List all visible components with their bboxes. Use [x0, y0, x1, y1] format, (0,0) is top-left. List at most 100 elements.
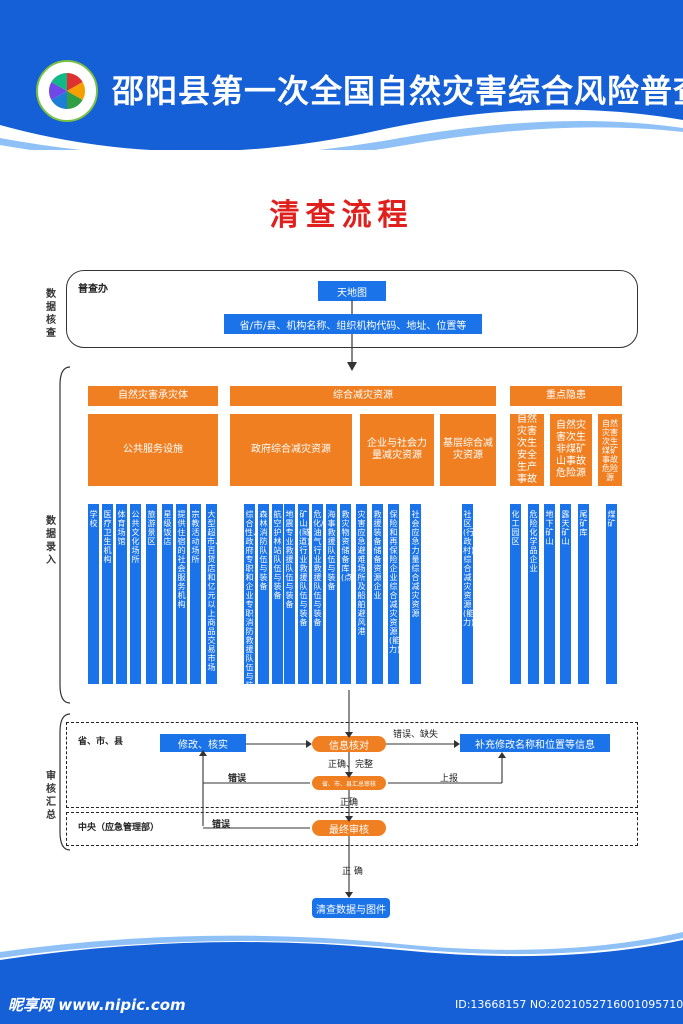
cat-reduction-resources: 综合减灾资源	[230, 386, 496, 406]
column-box: 灾害应急避难场所及船舶避风港	[356, 504, 367, 684]
map-box: 天地图	[318, 281, 386, 301]
column-box: 旅游景区	[146, 504, 157, 684]
cat-key-hazards: 重点隐患	[510, 386, 622, 406]
fields-box: 省/市/县、机构名称、组织机构代码、地址、位置等	[224, 314, 482, 334]
column-label: 地下矿山	[545, 510, 554, 546]
sub-enterprise: 企业与社会力量减灾资源	[360, 414, 434, 486]
sub-government: 政府综合减灾资源	[230, 414, 352, 486]
column-label: 医疗卫生机构	[103, 510, 112, 564]
column-label: 危险化学品企业	[529, 510, 538, 573]
column-box: 提供住宿的社会服务机构	[176, 504, 187, 684]
column-label: 森林消防队伍与装备	[259, 510, 268, 591]
column-box: 保险和再保险企业综合减灾资源(能力)	[388, 504, 401, 684]
census-logo-icon	[36, 60, 98, 122]
section-data-entry: 数据录入	[46, 516, 56, 566]
section-review: 审核汇总	[46, 771, 56, 821]
column-box: 体育场馆	[116, 504, 127, 684]
column-box: 航空护林站队伍与装备	[272, 504, 283, 684]
review-central-box	[66, 812, 638, 846]
column-label: 灾害应急避难场所及船舶避风港	[357, 510, 366, 636]
column-box: 综合性、政府专职和企业专职消防救援队伍与装备	[244, 504, 261, 699]
column-box: 矿山(隧道)行业救援队伍与装备	[298, 504, 311, 684]
column-label: 尾矿库	[579, 510, 588, 537]
column-label: 地震专业救援队伍与装备	[285, 510, 294, 609]
column-box: 地下矿山	[544, 504, 555, 684]
column-box: 社区(行政村)综合减灾资源(能力)	[462, 504, 475, 684]
column-label: 提供住宿的社会服务机构	[177, 510, 186, 609]
label-correct2: 正 确	[342, 867, 363, 877]
label-error-missing: 错误、缺失	[393, 730, 439, 740]
column-box: 学校	[88, 504, 99, 684]
sub-grassroots: 基层综合减灾资源	[440, 414, 496, 486]
column-label: 学校	[89, 510, 98, 528]
sub-safety: 自然灾害次生安全生产事故	[510, 414, 544, 486]
column-label: 社会应急力量综合减灾资源	[411, 510, 420, 618]
column-box: 公共文化场所	[130, 504, 141, 684]
column-label: 航空护林站队伍与装备	[273, 510, 282, 600]
column-label: 星级饭店	[163, 510, 172, 546]
column-box: 危险化学品企业	[528, 504, 539, 684]
edit-box: 修改、核实	[160, 734, 246, 752]
column-label: 社区(行政村)综合减灾资源(能力)	[463, 510, 475, 627]
flow-title: 清查流程	[269, 198, 414, 233]
column-box: 危化/油气行业救援队伍与装备	[312, 504, 324, 684]
column-label: 保险和再保险企业综合减灾资源(能力)	[389, 510, 401, 654]
level2-label: 中央（应急管理部）	[78, 823, 160, 833]
column-label: 化工园区	[511, 510, 520, 546]
column-label: 公共文化场所	[131, 510, 140, 564]
check-box: 信息核对	[312, 736, 386, 752]
column-label: 救援装备储备资源企业	[373, 510, 382, 600]
review-arrows	[199, 690, 506, 898]
column-label: 露天矿山	[561, 510, 570, 546]
sub-nonmine: 自然灾害次生非煤矿山事故危险源	[550, 414, 592, 486]
column-box: 救援装备储备资源企业	[372, 504, 383, 684]
column-label: 旅游景区	[147, 510, 156, 546]
sub-coalmine: 自然灾害次生煤矿事故危险源	[598, 414, 622, 486]
column-label: 大型超市、百货店和亿元以上商品交易市场	[207, 510, 223, 672]
column-box: 露天矿山	[560, 504, 571, 684]
column-box: 宗教活动场所	[190, 504, 201, 684]
column-label: 海事救援队伍与装备	[327, 510, 336, 591]
column-label: 宗教活动场所	[191, 510, 200, 564]
column-box: 煤矿	[606, 504, 617, 684]
column-label: 煤矿	[607, 510, 616, 528]
entry-brace	[59, 366, 71, 704]
column-label: 体育场馆	[117, 510, 126, 546]
column-label: 救灾物资储备库(点)	[341, 510, 356, 582]
header-banner	[0, 0, 683, 150]
page-title: 邵阳县第一次全国自然灾害综合风险普查	[112, 72, 683, 110]
watermark-id: ID:13668157 NO:20210527160010957103	[455, 998, 683, 1011]
arrow-down-1	[347, 300, 357, 371]
label-error: 错误	[228, 774, 247, 784]
output-box: 清查数据与图件	[312, 898, 390, 918]
column-label: 综合性、政府专职和企业专职消防救援队伍与装备	[245, 510, 261, 699]
office-label: 普查办	[78, 284, 108, 295]
label-error2: 错误	[212, 820, 231, 830]
column-box: 地震专业救援队伍与装备	[284, 504, 295, 684]
cat-hazard-bearing: 自然灾害承灾体	[88, 386, 218, 406]
header-wave	[0, 109, 683, 150]
column-box: 化工园区	[510, 504, 521, 684]
column-label: 危化/油气行业救援队伍与装备	[313, 510, 324, 627]
column-box: 尾矿库	[578, 504, 589, 684]
column-box: 大型超市、百货店和亿元以上商品交易市场	[206, 504, 223, 684]
supplement-box: 补充修改名称和位置等信息	[460, 734, 610, 752]
column-box: 海事救援队伍与装备	[326, 504, 337, 684]
column-box: 星级饭店	[162, 504, 173, 684]
final-box: 最终审核	[312, 820, 386, 836]
label-correct-complete: 正确、完整	[328, 760, 374, 770]
column-box: 森林消防队伍与装备	[258, 504, 269, 684]
column-box: 救灾物资储备库(点)	[340, 504, 356, 684]
review-provincial-box	[66, 722, 638, 808]
sub-public-service: 公共服务设施	[88, 414, 218, 486]
section-data-check: 数据核查	[46, 289, 56, 339]
level1-label: 省、市、县	[78, 737, 124, 747]
review-brace	[59, 713, 71, 851]
summary-box: 省、市、县汇总审核	[312, 776, 386, 790]
column-box: 社会应急力量综合减灾资源	[410, 504, 421, 684]
footer-band	[0, 930, 683, 1024]
label-report: 上报	[440, 774, 459, 784]
column-label: 矿山(隧道)行业救援队伍与装备	[299, 510, 311, 627]
column-box: 医疗卫生机构	[102, 504, 113, 684]
watermark-site: 昵享网 www.nipic.com	[8, 996, 186, 1014]
